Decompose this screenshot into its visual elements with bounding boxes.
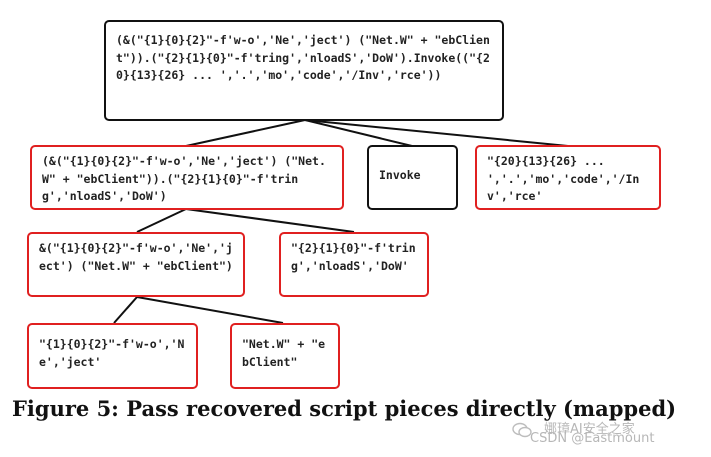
node-right-1: "{20}{13}{26} ... ','.','mo','code','/In… (475, 145, 661, 210)
edge-root-right1 (304, 119, 569, 147)
node-left-1: (&("{1}{0}{2}"-f'w-o','Ne','ject') ("Net… (30, 145, 344, 210)
node-right-2: "{2}{1}{0}"-f'tring','nloadS','DoW' (279, 232, 429, 297)
edge-left2-left3 (113, 296, 138, 324)
node-left-3: "{1}{0}{2}"-f'w-o','Ne','ject' (27, 323, 198, 389)
wechat-icon (512, 422, 532, 438)
edge-root-left1 (185, 119, 306, 147)
node-right-3: "Net.W" + "ebClient" (230, 323, 340, 389)
node-left-2: &("{1}{0}{2}"-f'w-o','Ne','ject') ("Net.… (27, 232, 245, 297)
root-node: (&("{1}{0}{2}"-f'w-o','Ne','ject') ("Net… (104, 20, 504, 121)
edge-left1-left2 (136, 208, 187, 233)
edge-left1-right2 (185, 208, 355, 233)
node-invoke: Invoke (367, 145, 458, 210)
watermark-csdn: CSDN @Eastmount (530, 431, 655, 446)
figure-caption: Figure 5: Pass recovered script pieces d… (12, 396, 677, 421)
watermark-brand: 娜璋AI安全之家 (544, 422, 635, 437)
edge-left2-right3 (136, 296, 284, 324)
edge-root-invoke (304, 119, 413, 147)
